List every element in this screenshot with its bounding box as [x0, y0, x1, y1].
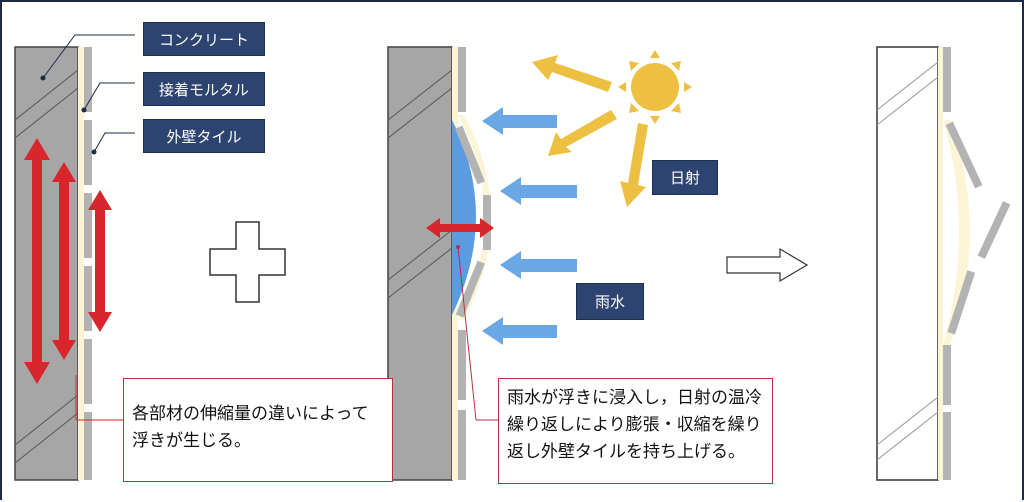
arrow-icon	[532, 55, 612, 92]
arrow-left-icon	[500, 251, 577, 279]
double-arrow-icon	[24, 138, 50, 384]
solar-label: 日射	[652, 160, 718, 195]
arrow-left-icon	[500, 177, 577, 205]
water-pocket	[452, 120, 476, 315]
plus-icon	[209, 221, 286, 303]
panel-result	[876, 46, 1011, 481]
arrow-left-icon	[482, 317, 557, 345]
rain-label: 雨水	[576, 283, 644, 320]
arrow-right-icon	[726, 247, 809, 283]
tiles	[84, 47, 92, 480]
note-rain-solar: 雨水が浮きに浸入し，日射の温冷繰り返しにより膨張・収縮を繰り返し外壁タイルを持ち…	[498, 378, 773, 484]
double-arrow-icon	[426, 218, 494, 238]
leader-lines	[40, 34, 135, 155]
arrow-icon	[548, 110, 617, 156]
double-arrow-icon	[88, 190, 112, 332]
expansion-arrows	[24, 138, 112, 384]
panel-expansion	[14, 34, 135, 481]
tile-label: 外壁タイル	[143, 119, 265, 153]
arrow-icon	[620, 123, 648, 207]
sun-icon	[618, 50, 692, 124]
arrow-left-icon	[482, 107, 557, 135]
concrete-wall	[387, 46, 453, 481]
double-arrow-icon	[52, 162, 76, 360]
mortar-layer	[78, 47, 84, 480]
note-expansion: 各部材の伸縮量の違いによって浮きが生じる。	[123, 378, 393, 482]
rain-arrows	[482, 107, 577, 345]
mortar-label: 接着モルタル	[143, 72, 265, 106]
solar-arrows	[532, 55, 648, 207]
panel-rain-solar	[387, 46, 692, 481]
concrete-wall	[876, 46, 939, 481]
concrete-label: コンクリート	[143, 22, 265, 56]
